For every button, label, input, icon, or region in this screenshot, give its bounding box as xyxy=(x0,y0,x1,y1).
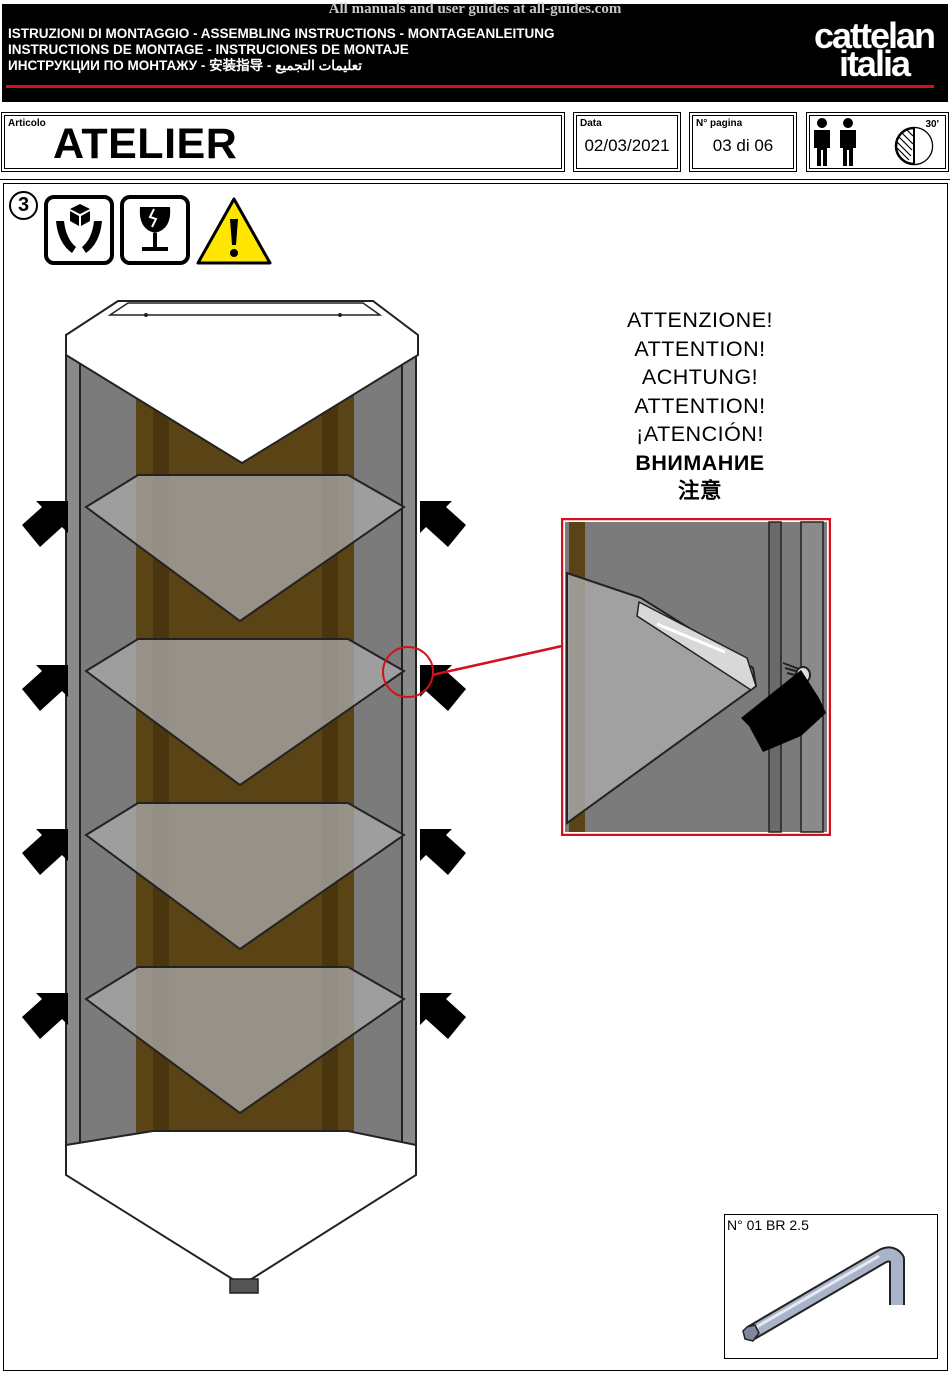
articolo-label: Articolo xyxy=(8,118,46,129)
arrow-right-2 xyxy=(420,665,466,711)
arrow-right-3 xyxy=(420,829,466,875)
header-bar: ISTRUZIONI DI MONTAGGIO - ASSEMBLING INS… xyxy=(2,4,948,102)
glass-shelf-1 xyxy=(84,474,406,623)
time-label: 30' xyxy=(925,119,939,130)
bottom-panel xyxy=(65,1130,417,1287)
attention-ru: ВНИМАНИЕ xyxy=(635,450,765,475)
step-number: 3 xyxy=(9,191,38,220)
screw-arrows xyxy=(22,501,466,1039)
date-box: Data 02/03/2021 xyxy=(573,112,681,172)
page-label: N° pagina xyxy=(696,118,743,129)
detail-view xyxy=(561,518,831,836)
page-box: N° pagina 03 di 06 xyxy=(689,112,797,172)
top-panel xyxy=(65,300,419,465)
arrow-right-1 xyxy=(420,501,466,547)
warning-triangle-icon xyxy=(196,197,272,265)
arrow-left-4 xyxy=(22,993,68,1039)
articolo-box: Articolo ATELIER xyxy=(1,112,565,172)
header-line-2: INSTRUCTIONS DE MONTAGE - INSTRUCIONES D… xyxy=(8,42,409,57)
cabinet-foot xyxy=(229,1278,259,1294)
page-value: 03 di 06 xyxy=(712,136,774,155)
header-line-3: ИНСТРУКЦИИ ПО МОНТАЖУ - 安装指导 - تعليمات ا… xyxy=(8,58,363,73)
header-red-line xyxy=(6,85,934,88)
brand-logo: cattelan italia xyxy=(813,15,936,84)
attention-es: ¡ATENCIÓN! xyxy=(636,422,764,446)
article-title: ATELIER xyxy=(53,120,238,168)
attention-block: ATTENZIONE! ATTENTION! ACHTUNG! ATTENTIO… xyxy=(600,306,800,506)
fragile-glass-icon xyxy=(120,195,190,265)
glass-shelf-3 xyxy=(84,802,406,951)
tool-box: N° 01 BR 2.5 xyxy=(724,1214,938,1359)
arrow-left-2 xyxy=(22,665,68,711)
detail-glass-shelf xyxy=(566,571,758,825)
date-value: 02/03/2021 xyxy=(584,136,670,155)
detail-callout-circle xyxy=(382,646,434,698)
date-label: Data xyxy=(580,118,602,129)
header-line-1: ISTRUZIONI DI MONTAGGIO - ASSEMBLING INS… xyxy=(8,26,555,41)
attention-it: ATTENZIONE! xyxy=(626,308,774,332)
glass-shelf-2 xyxy=(84,638,406,787)
attention-de: ACHTUNG! xyxy=(641,365,759,389)
arrow-left-1 xyxy=(22,501,68,547)
logo-line-2: italia xyxy=(838,43,911,84)
watermark: All manuals and user guides at all-guide… xyxy=(328,1,622,17)
glass-shelf-4 xyxy=(84,966,406,1115)
logo-line-1: cattelan xyxy=(813,15,936,56)
glass-shelves xyxy=(84,474,406,1115)
attention-fr: ATTENTION! xyxy=(634,393,766,418)
detail-arrow xyxy=(741,670,826,752)
clock-30-min-icon xyxy=(894,126,934,166)
shelf-bracket xyxy=(636,600,757,691)
instruction-frame xyxy=(0,179,950,1373)
callout-line xyxy=(431,644,563,677)
allen-key-icon xyxy=(742,1246,905,1342)
two-people-icon xyxy=(814,118,856,166)
arrow-left-3 xyxy=(22,829,68,875)
tool-label: N° 01 BR 2.5 xyxy=(727,1217,809,1233)
handling-icons xyxy=(44,195,272,265)
attention-zh: 注意 xyxy=(677,479,722,503)
handle-with-care-icon xyxy=(44,195,114,265)
corner-cabinet-drawing xyxy=(22,300,466,1294)
people-time-box: 30' xyxy=(806,112,949,172)
attention-en: ATTENTION! xyxy=(634,336,766,361)
header-titles: ISTRUZIONI DI MONTAGGIO - ASSEMBLING INS… xyxy=(8,26,554,74)
arrow-right-4 xyxy=(420,993,466,1039)
